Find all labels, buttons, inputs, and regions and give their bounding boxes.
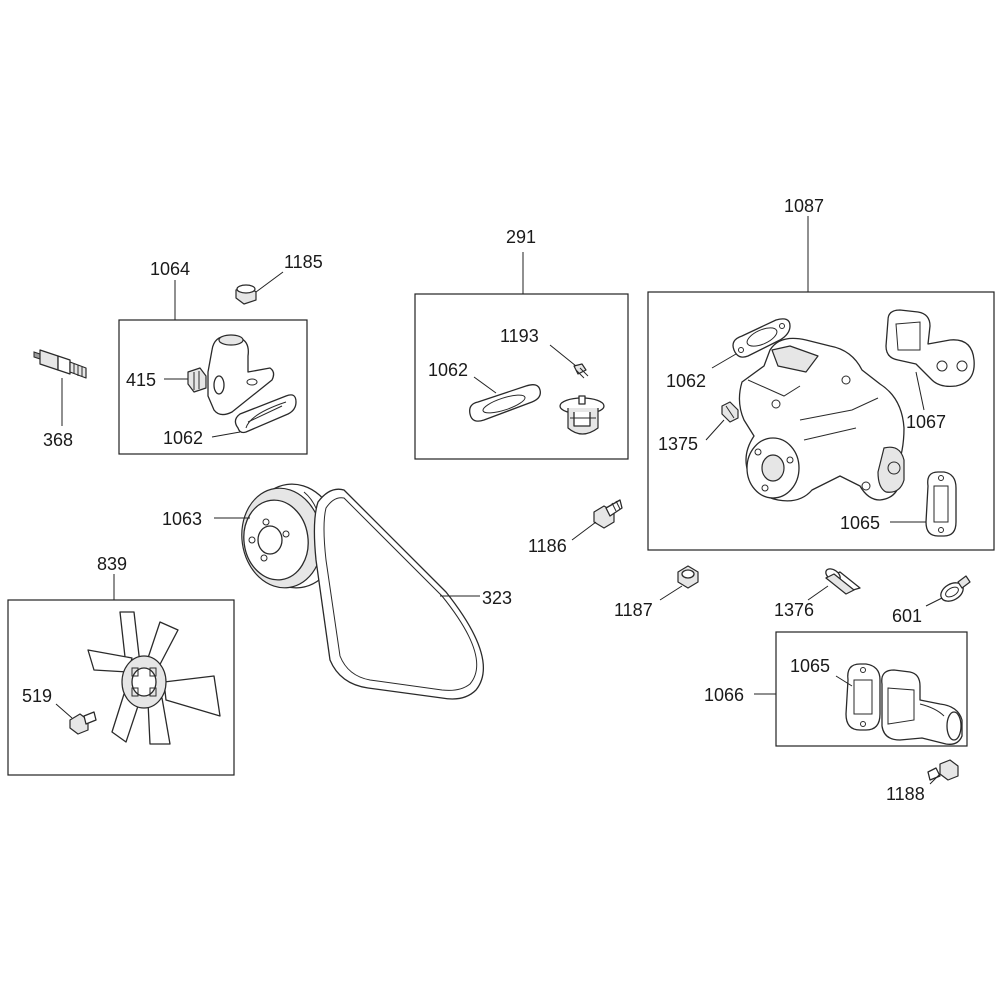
group-box-291 — [414, 293, 629, 460]
leader-1185 — [255, 271, 284, 293]
gasket-1065-bottom — [845, 663, 881, 731]
temperature-sensor-368 — [33, 349, 87, 379]
gasket-1065-top — [925, 471, 957, 537]
leader-1062-left — [211, 431, 241, 438]
callout-1376: 1376 — [774, 600, 814, 620]
v-belt-323 — [313, 488, 484, 700]
callout-519: 519 — [22, 686, 52, 706]
gasket-1062-right — [732, 318, 791, 358]
leader-1376 — [807, 585, 829, 601]
leader-1187 — [659, 585, 683, 601]
callout-1193: 1193 — [500, 326, 539, 346]
leader-1375 — [705, 419, 725, 441]
hose-1376 — [825, 568, 861, 595]
leader-1065-bottom — [835, 675, 853, 687]
leader-1062-mid — [473, 376, 497, 394]
callout-291: 291 — [506, 227, 536, 247]
callout-1187: 1187 — [614, 600, 653, 620]
leader-1193 — [549, 344, 577, 367]
gasket-1062-mid — [469, 384, 541, 422]
callout-1064: 1064 — [150, 259, 190, 279]
bolt-1188 — [927, 759, 959, 781]
leader-1188 — [929, 773, 941, 785]
gasket-1062-left — [234, 394, 297, 434]
callout-368: 368 — [43, 430, 73, 450]
callout-839: 839 — [97, 554, 127, 574]
callout-1065-top: 1065 — [840, 513, 880, 533]
callout-1375: 1375 — [658, 434, 698, 454]
bolt-519 — [69, 711, 97, 735]
bolt-1186 — [593, 499, 623, 529]
leader-1186 — [571, 521, 597, 541]
group-box-1064 — [118, 319, 308, 455]
callout-1065-bottom: 1065 — [790, 656, 830, 676]
group-box-1087 — [647, 291, 995, 551]
plug-1185 — [235, 284, 257, 305]
callout-1062-left: 1062 — [163, 428, 203, 448]
callout-1188: 1188 — [886, 784, 925, 804]
callout-1062-mid: 1062 — [428, 360, 468, 380]
cooling-fan-839 — [87, 611, 221, 745]
callout-1186: 1186 — [528, 536, 567, 556]
leader-519 — [55, 703, 73, 719]
callout-415: 415 — [126, 370, 156, 390]
group-box-839 — [7, 599, 235, 776]
plug-1375 — [721, 401, 739, 423]
group-box-1066 — [775, 631, 968, 747]
callout-1063: 1063 — [162, 509, 202, 529]
callout-1062-right: 1062 — [666, 371, 706, 391]
callout-1087: 1087 — [784, 196, 824, 216]
callout-323: 323 — [482, 588, 512, 608]
callout-601: 601 — [892, 606, 922, 626]
water-pump-body — [738, 337, 905, 502]
water-outlet-housing — [207, 334, 275, 416]
callout-1066: 1066 — [704, 685, 744, 705]
fitting-415 — [187, 367, 207, 393]
leader-1062-right — [711, 353, 737, 369]
callout-1067: 1067 — [906, 412, 946, 432]
hose-clamp-601 — [940, 575, 971, 602]
nut-1187 — [677, 565, 699, 589]
thermostat-291 — [559, 395, 605, 435]
bolt-1193 — [573, 363, 589, 379]
leader-601 — [925, 597, 943, 607]
gasket-1067 — [885, 309, 975, 388]
callout-1185: 1185 — [284, 252, 323, 272]
water-inlet-pipe-1066 — [881, 669, 963, 745]
leader-1067 — [915, 371, 925, 411]
